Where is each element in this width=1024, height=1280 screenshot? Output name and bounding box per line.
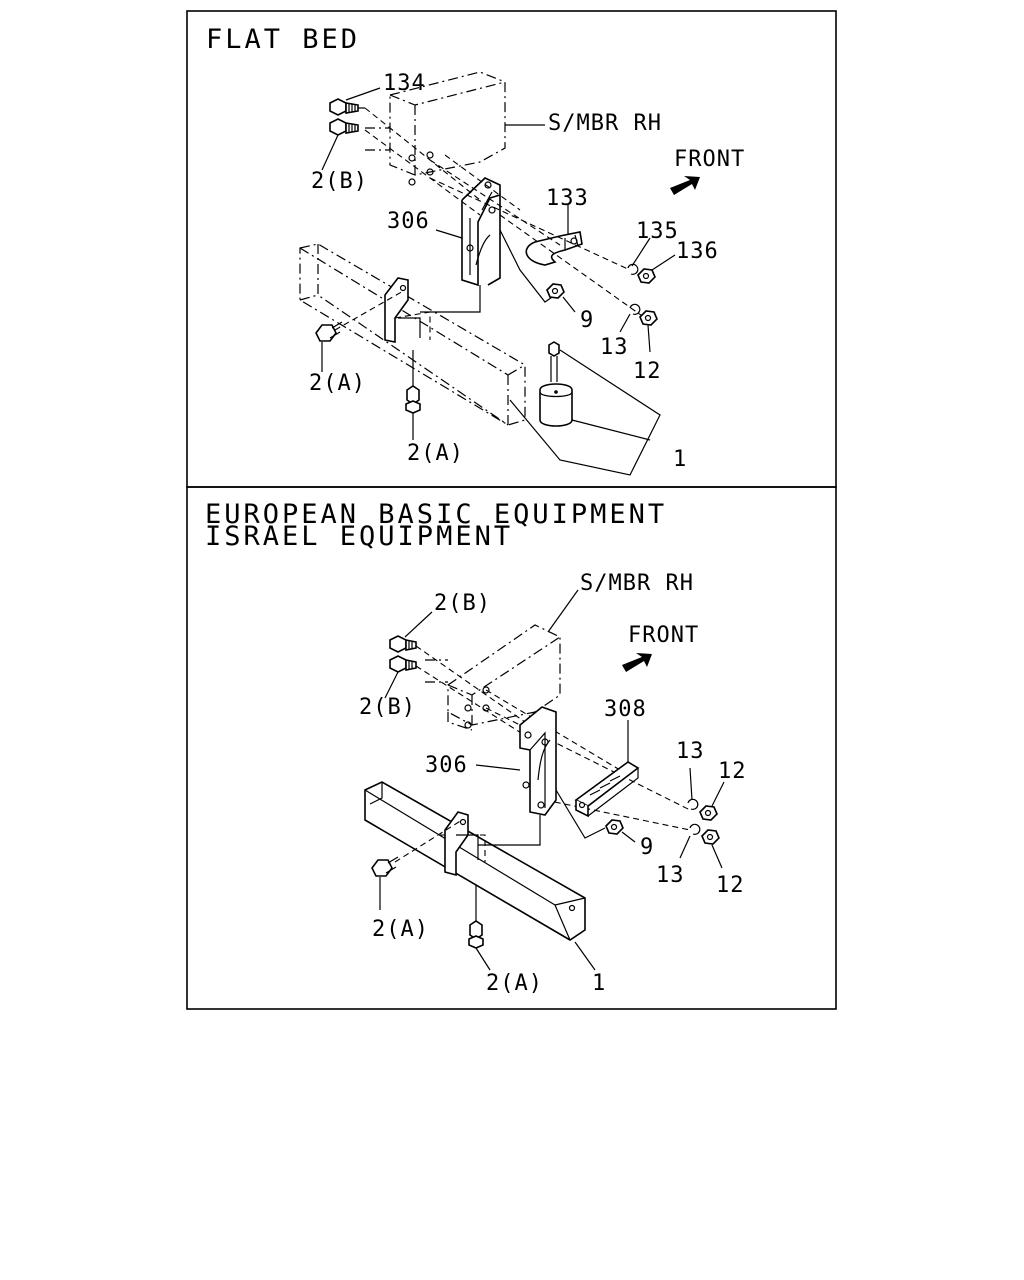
label-12-top: 12 <box>718 759 747 784</box>
label-1: 1 <box>673 447 687 472</box>
rubber-block <box>509 341 661 476</box>
label-2a-left: 2(A) <box>372 917 429 942</box>
label-13: 13 <box>600 335 629 360</box>
nut-9 <box>605 819 636 843</box>
panel-frame <box>186 486 837 1010</box>
nut-136 <box>637 254 676 284</box>
label-13-top: 13 <box>676 739 705 764</box>
bolt-2b-bottom <box>384 655 417 699</box>
label-2b: 2(B) <box>311 169 368 194</box>
label-front: FRONT <box>674 147 745 172</box>
label-133: 133 <box>546 186 589 211</box>
label-13-bottom: 13 <box>656 863 685 888</box>
bolt-2b-top <box>389 611 433 653</box>
label-2a-bottom: 2(A) <box>407 441 464 466</box>
front-arrow <box>670 176 700 195</box>
nut-12-top <box>699 781 725 821</box>
label-smbr-rh: S/MBR RH <box>548 111 662 136</box>
panel-flat-bed: FLAT BED <box>186 10 837 488</box>
label-2b-top: 2(B) <box>434 591 491 616</box>
label-12: 12 <box>633 359 662 384</box>
plate-308 <box>555 720 640 839</box>
label-306: 306 <box>425 753 468 778</box>
label-134: 134 <box>383 71 426 96</box>
washer-135 <box>627 237 651 275</box>
washer-13 <box>619 303 641 333</box>
label-2a-left: 2(A) <box>309 371 366 396</box>
label-12-bottom: 12 <box>716 873 745 898</box>
label-9: 9 <box>580 308 594 333</box>
label-2b-bottom: 2(B) <box>359 695 416 720</box>
mount-bracket <box>334 277 481 343</box>
label-306: 306 <box>387 209 430 234</box>
mount-bracket <box>394 811 541 877</box>
washer-13-bottom <box>679 823 701 859</box>
panel-title-line-1: EUROPEAN BASIC EQUIPMENT <box>205 499 667 530</box>
panel-title-line-2: ISRAEL EQUIPMENT <box>205 521 513 552</box>
front-arrow <box>622 653 652 672</box>
panel-frame <box>186 10 837 488</box>
label-1: 1 <box>592 971 606 996</box>
label-front: FRONT <box>628 623 699 648</box>
panel-european-israel: EUROPEAN BASIC EQUIPMENT ISRAEL EQUIPMEN… <box>186 486 837 1010</box>
washer-13-top <box>687 767 699 810</box>
nut-12-bottom <box>701 829 723 869</box>
nut-9 <box>546 283 576 313</box>
label-308: 308 <box>604 697 647 722</box>
label-9: 9 <box>640 835 654 860</box>
bolt-2a-bottom <box>405 350 421 440</box>
label-smbr-rh: S/MBR RH <box>580 571 694 596</box>
side-member <box>365 71 545 186</box>
label-2a-bottom: 2(A) <box>486 971 543 996</box>
crossmember <box>299 243 526 426</box>
bolt-2a-left <box>315 321 343 372</box>
bracket-306 <box>475 706 557 816</box>
bolt-2b <box>321 118 359 171</box>
label-136: 136 <box>676 239 719 264</box>
bolt-2a-left <box>371 856 399 910</box>
bolt-2a-bottom <box>468 885 491 971</box>
bolt-134 <box>329 87 381 116</box>
bracket-306 <box>435 177 501 287</box>
nut-12 <box>639 310 658 353</box>
label-135: 135 <box>636 219 679 244</box>
panel-title: FLAT BED <box>206 24 360 55</box>
side-member <box>425 624 561 731</box>
tow-hook-133 <box>499 205 583 303</box>
